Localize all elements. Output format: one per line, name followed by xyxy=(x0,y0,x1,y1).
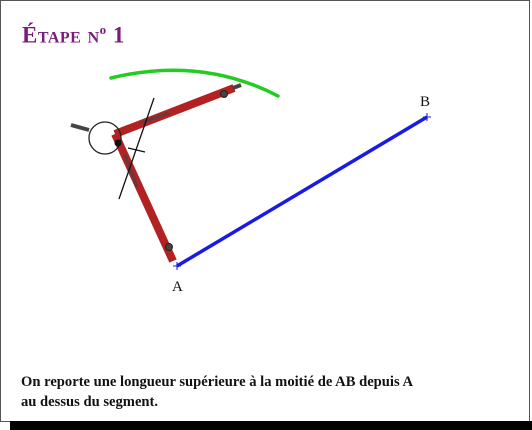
point-a-marker xyxy=(173,262,181,270)
compass-arc xyxy=(109,68,280,98)
compass-hinge-loop xyxy=(88,121,122,155)
point-b-label: B xyxy=(420,94,430,110)
step-title-number: 1 xyxy=(112,22,125,48)
compass-pencil-leg xyxy=(113,84,236,138)
compass-needle-leg xyxy=(111,132,177,263)
compass-pencil-tip xyxy=(232,83,242,90)
compass-leg-brace xyxy=(123,154,139,188)
point-b-marker xyxy=(423,113,431,121)
step-title: Étape no 1 xyxy=(22,22,125,49)
step-title-superscript: o xyxy=(99,22,107,37)
point-a-label: A xyxy=(172,279,183,295)
bottom-border-bar xyxy=(10,421,532,430)
caption-line-2: au dessus du segment. xyxy=(21,394,159,410)
compass-pivot xyxy=(114,139,122,147)
compass-small-tick xyxy=(127,147,146,153)
compass xyxy=(70,83,242,263)
step-panel: Étape no 1 xyxy=(0,0,530,422)
compass-cross-bar xyxy=(118,97,155,200)
construction-figure: A B xyxy=(70,68,431,295)
compass-handle xyxy=(70,123,90,132)
step-title-text: Étape n xyxy=(22,22,100,48)
step-caption: On reporte une longueur supérieure à la … xyxy=(21,372,529,412)
segment-ab xyxy=(176,115,428,268)
compass-screw-upper xyxy=(220,90,228,98)
compass-screw-lower xyxy=(165,243,173,251)
caption-line-1: On reporte une longueur supérieure à la … xyxy=(21,374,414,390)
